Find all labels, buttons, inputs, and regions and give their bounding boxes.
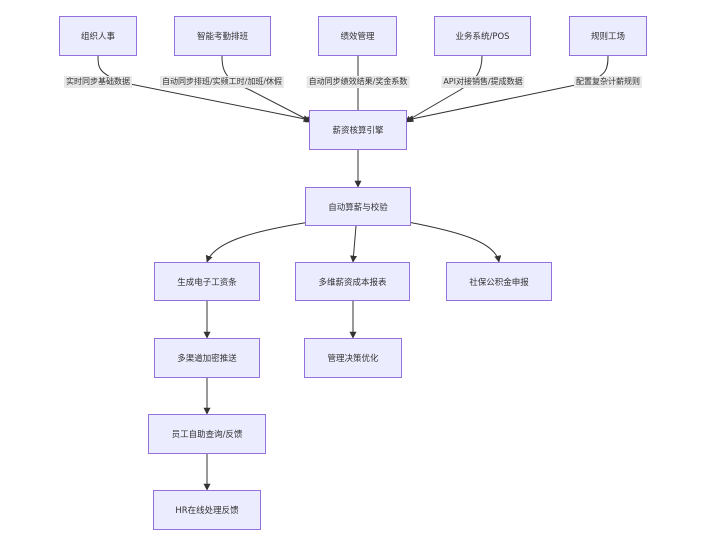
- node-org: 组织人事: [59, 16, 137, 56]
- node-push: 多渠道加密推送: [154, 338, 260, 378]
- node-selfservice: 员工自助查询/反馈: [148, 414, 266, 454]
- edge-rules-engine: [406, 55, 609, 123]
- edge-label-rules: 配置复杂计薪规则: [574, 76, 642, 88]
- edge-calc-social: [407, 221, 502, 263]
- node-engine: 薪资核算引擎: [309, 110, 407, 150]
- edge-label-performance: 自动同步绩效结果/奖金系数: [306, 76, 410, 88]
- node-decision: 管理决策优化: [304, 338, 402, 378]
- edge-label-attendance: 自动同步排班/实频工时/加班/休假: [159, 76, 285, 88]
- node-hr: HR在线处理反馈: [153, 490, 261, 530]
- node-social: 社保公积金申报: [446, 262, 552, 301]
- node-cost-report: 多维薪资成本报表: [295, 262, 410, 301]
- edge-label-org: 实时同步基础数据: [64, 76, 132, 88]
- node-attendance: 智能考勤排班: [174, 16, 271, 56]
- node-payslip: 生成电子工资条: [154, 262, 260, 301]
- node-rules: 规则工场: [569, 16, 647, 56]
- edge-calc-cost: [350, 225, 358, 263]
- edge-label-pos: API对接销售/提成数据: [441, 76, 525, 88]
- edge-calc-payslip: [205, 221, 311, 263]
- node-pos: 业务系统/POS: [434, 16, 531, 56]
- edge-org-engine: [97, 55, 311, 123]
- node-performance: 绩效管理: [318, 16, 397, 56]
- node-calc: 自动算薪与校验: [305, 187, 411, 226]
- edge-attendance-engine: [221, 55, 313, 123]
